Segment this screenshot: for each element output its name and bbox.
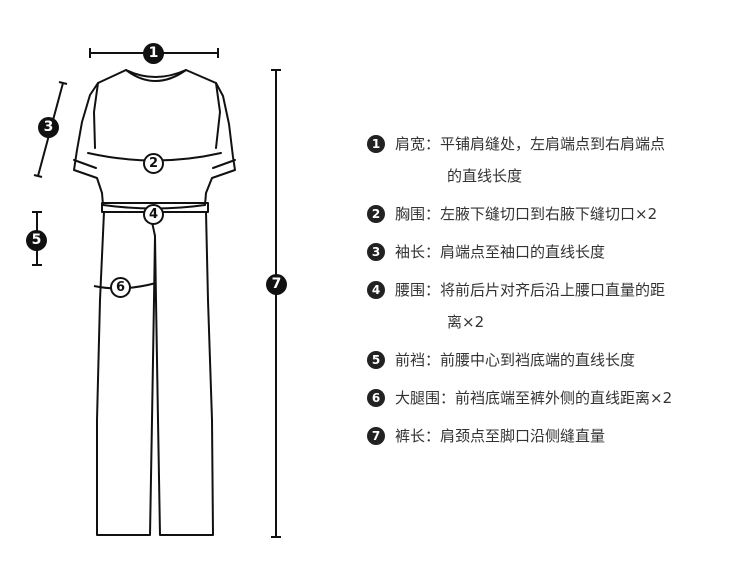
trouser-left-outer: [96, 211, 156, 536]
marker-4: 4: [143, 204, 164, 225]
right-armhole: [215, 82, 221, 149]
legend-item-waist: 4 腰围：将前后片对齐后沿上腰口直量的距 离×2: [367, 280, 737, 332]
legend-text-cont: 离×2: [447, 313, 485, 331]
legend-text-cont: 的直线长度: [447, 167, 523, 185]
right-sleeve-cuff: [212, 159, 236, 169]
left-armhole: [93, 82, 99, 149]
legend-marker: 1: [367, 135, 385, 153]
legend-text: 袖长：肩端点至袖口的直线长度: [395, 243, 606, 261]
legend-text: 胸围：左腋下缝切口到右腋下缝切口×2: [395, 205, 658, 223]
marker-7: 7: [266, 274, 287, 295]
legend-item-length: 7 裤长：肩颈点至脚口沿侧缝直量: [367, 426, 737, 446]
top-body-outline: [73, 69, 236, 210]
marker-1: 1: [143, 43, 164, 64]
legend-item-sleeve: 3 袖长：肩端点至袖口的直线长度: [367, 242, 737, 262]
legend-item-shoulder: 1 肩宽：平铺肩缝处，左肩端点到右肩端点 的直线长度: [367, 134, 737, 186]
legend-text: 前裆：前腰中心到裆底端的直线长度: [395, 351, 636, 369]
legend-text: 大腿围：前裆底端至裤外侧的直线距离×2: [395, 389, 673, 407]
left-sleeve-cuff: [73, 159, 97, 169]
legend-marker: 7: [367, 427, 385, 445]
neckline: [125, 69, 187, 82]
legend-item-front-rise: 5 前裆：前腰中心到裆底端的直线长度: [367, 350, 737, 370]
legend-text: 腰围：将前后片对齐后沿上腰口直量的距: [395, 281, 666, 299]
marker-6: 6: [110, 277, 131, 298]
measurement-legend: 1 肩宽：平铺肩缝处，左肩端点到右肩端点 的直线长度 2 胸围：左腋下缝切口到右…: [367, 134, 737, 464]
legend-text: 肩宽：平铺肩缝处，左肩端点到右肩端点: [395, 135, 666, 153]
legend-marker: 3: [367, 243, 385, 261]
marker-2: 2: [143, 153, 164, 174]
legend-text: 裤长：肩颈点至脚口沿侧缝直量: [395, 427, 606, 445]
marker-3: 3: [38, 117, 59, 138]
legend-item-thigh: 6 大腿围：前裆底端至裤外侧的直线距离×2: [367, 388, 737, 408]
legend-marker: 4: [367, 281, 385, 299]
trouser-right-outer: [154, 211, 214, 536]
legend-marker: 6: [367, 389, 385, 407]
waistband: [101, 202, 209, 213]
legend-marker: 2: [367, 205, 385, 223]
legend-item-chest: 2 胸围：左腋下缝切口到右腋下缝切口×2: [367, 204, 737, 224]
marker-5: 5: [26, 230, 47, 251]
legend-marker: 5: [367, 351, 385, 369]
